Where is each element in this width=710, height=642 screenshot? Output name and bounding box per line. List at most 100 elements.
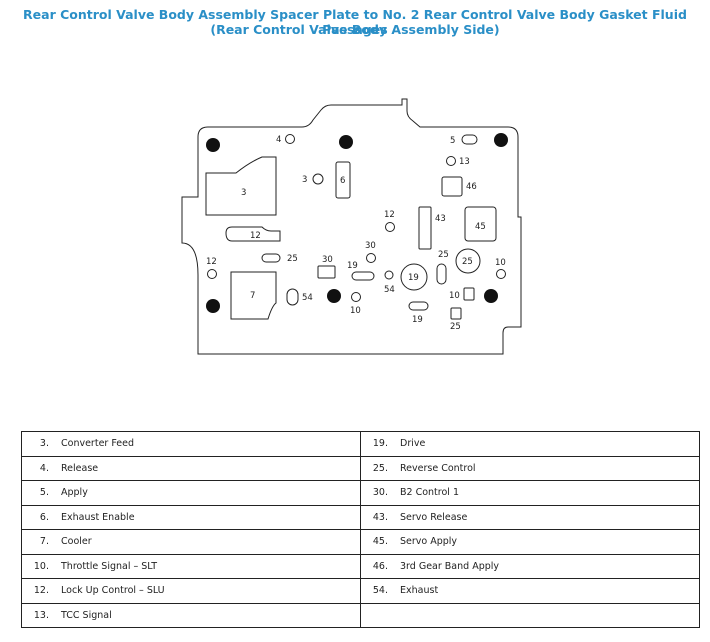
label-25-large: 25 <box>462 257 473 267</box>
passage-3-small <box>312 173 324 185</box>
passage-25-small-square <box>450 307 462 320</box>
legend-number: 13. <box>33 609 49 621</box>
label-25-bottom: 25 <box>450 322 461 332</box>
legend-label: Exhaust Enable <box>61 511 135 523</box>
legend-cell-right: 45. Servo Apply <box>360 529 700 555</box>
legend-label: TCC Signal <box>61 609 112 621</box>
label-12-left: 12 <box>206 257 217 267</box>
bolt-hole-top-middle <box>339 135 353 149</box>
passage-19-slot <box>351 271 375 281</box>
label-54-center: 54 <box>384 285 395 295</box>
label-25-left: 25 <box>287 254 298 264</box>
label-5: 5 <box>450 136 455 146</box>
passage-25-oval <box>436 263 447 285</box>
legend-label: Cooler <box>61 536 92 548</box>
legend-label: Servo Release <box>400 511 468 523</box>
label-6: 6 <box>340 176 345 186</box>
passage-54-left <box>286 288 299 306</box>
legend-row: 7. Cooler 45. Servo Apply <box>21 529 700 555</box>
passage-30-lower <box>317 265 336 279</box>
label-10-center: 10 <box>350 306 361 316</box>
passage-12-middle <box>225 226 281 242</box>
legend-number: 5. <box>39 487 49 499</box>
legend-label: B2 Control 1 <box>400 487 459 499</box>
legend-number: 7. <box>39 536 49 548</box>
label-10-square: 10 <box>449 291 460 301</box>
legend-row: 13. TCC Signal <box>21 602 700 628</box>
label-3-large: 3 <box>241 188 246 198</box>
legend-label: Exhaust <box>400 585 439 597</box>
passage-6 <box>335 161 351 199</box>
legend-cell-left: 4.Release <box>21 455 361 481</box>
passage-12-upper <box>385 222 395 232</box>
legend-label: Servo Apply <box>400 536 458 548</box>
bolt-hole-bottom-middle <box>327 289 341 303</box>
legend-cell-right: 25.Reverse Control <box>360 455 700 481</box>
legend-cell-left: 3. Converter Feed <box>21 431 361 457</box>
legend-label: Release <box>61 462 99 474</box>
passage-10-right <box>496 269 506 279</box>
passage-13 <box>446 156 456 166</box>
passage-5 <box>461 134 478 145</box>
legend-cell-right: 43. Servo Release <box>360 504 700 530</box>
passage-10-square <box>463 287 475 301</box>
legend-row: 6. Exhaust Enable 43. Servo Release <box>21 504 700 530</box>
legend-cell-right: 54. Exhaust <box>360 578 700 604</box>
passage-46 <box>441 176 463 197</box>
label-46: 46 <box>466 182 477 192</box>
legend-number: 25. <box>372 462 388 474</box>
label-30-upper: 30 <box>365 241 376 251</box>
label-3-small: 3 <box>302 175 307 185</box>
legend-number: 45. <box>372 536 388 548</box>
passage-43 <box>418 206 432 250</box>
legend-number: 6. <box>39 511 49 523</box>
legend-number: 54. <box>372 585 388 597</box>
legend-row: 5.Apply 30. B2 Control 1 <box>21 480 700 506</box>
label-30-lower: 30 <box>322 255 333 265</box>
legend-number: 3. <box>39 438 49 450</box>
legend-label: Lock Up Control – SLU <box>61 585 165 597</box>
legend-row: 12. Lock Up Control – SLU 54. Exhaust <box>21 578 700 604</box>
legend-label: 3rd Gear Band Apply <box>400 560 500 572</box>
label-13: 13 <box>459 157 470 167</box>
legend-row: 3. Converter Feed 19.Drive <box>21 431 700 457</box>
legend-number: 12. <box>33 585 49 597</box>
legend-number: 46. <box>372 560 388 572</box>
passage-54-center <box>384 270 394 280</box>
legend-cell-left: 5.Apply <box>21 480 361 506</box>
passage-19-large <box>400 263 428 291</box>
bolt-hole-bottom-left <box>206 299 220 313</box>
legend-label: Converter Feed <box>61 438 134 450</box>
label-12-upper: 12 <box>384 210 395 220</box>
legend-number: 43. <box>372 511 388 523</box>
legend-cell-left: 7. Cooler <box>21 529 361 555</box>
label-19-large: 19 <box>408 273 419 283</box>
legend-cell-right: 46. 3rd Gear Band Apply <box>360 553 700 579</box>
passage-7 <box>230 271 277 320</box>
passage-4 <box>285 134 295 144</box>
bolt-hole-top-left <box>206 138 220 152</box>
passage-3-large <box>205 156 277 216</box>
label-19-lower: 19 <box>412 315 423 325</box>
passage-25-large <box>455 248 481 274</box>
legend-cell-right: 19.Drive <box>360 431 700 457</box>
legend-label: Drive <box>400 438 426 450</box>
diagram-title: Rear Control Valve Body Assembly Spacer … <box>23 7 687 37</box>
label-19-slot: 19 <box>347 261 358 271</box>
diagram-subtitle: (Rear Control Valve Body Assembly Side) <box>210 22 500 37</box>
label-10-right: 10 <box>495 258 506 268</box>
passage-30-upper <box>366 253 376 263</box>
passage-12-left <box>207 269 217 279</box>
legend-number: 30. <box>372 487 388 499</box>
label-4: 4 <box>276 135 281 145</box>
passage-25-left <box>261 253 281 263</box>
legend-cell-left: 6. Exhaust Enable <box>21 504 361 530</box>
label-45: 45 <box>475 222 486 232</box>
bolt-hole-bottom-right <box>484 289 498 303</box>
label-25-center: 25 <box>438 250 449 260</box>
passage-45 <box>464 206 497 242</box>
legend-cell-right <box>360 602 700 628</box>
spacer-plate-diagram: 4 5 13 3 3 6 46 12 43 45 12 30 25 12 25 … <box>181 98 522 355</box>
